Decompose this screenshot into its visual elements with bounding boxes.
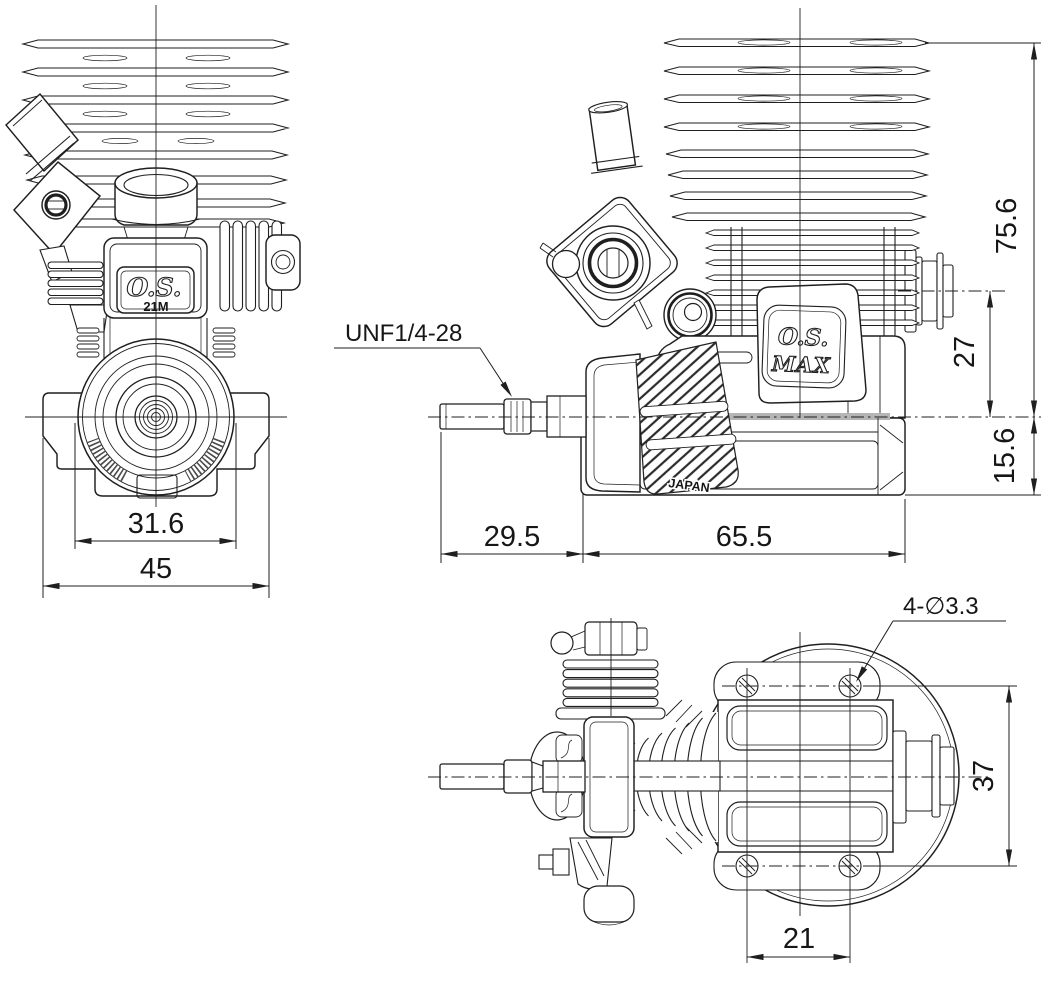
fin-vent-cutouts	[82, 54, 231, 144]
fuel-nipple-topview	[538, 854, 554, 870]
dimension-crankshaft-length: 29.5	[440, 432, 584, 563]
front-crankcase: O.S. 21M	[76, 237, 236, 393]
top-view: 4-∅3.3 37 21	[428, 593, 1017, 963]
top-carburetor-assembly	[528, 621, 666, 926]
dimension-front-bearer-span: 31.6	[74, 423, 237, 549]
dimension-axis-to-mount: 27	[949, 291, 994, 417]
side-view: O.S. MAX JAPAN	[334, 8, 1041, 563]
front-exhaust-heatsink	[219, 220, 301, 312]
dim-label-37: 37	[968, 760, 1000, 792]
front-logo-plate	[116, 266, 195, 314]
dim-label-21: 21	[783, 923, 815, 955]
knurled-front-housing: JAPAN	[635, 341, 739, 497]
front-bell-housing	[585, 353, 641, 493]
front-left-springs	[47, 261, 109, 333]
base-shadow-strip	[700, 413, 890, 420]
unf-thread-text: UNF1/4-28	[345, 320, 462, 347]
dimension-front-overall-width: 45	[42, 438, 270, 598]
dim-label-29-5: 29.5	[484, 521, 540, 553]
front-carburetor	[5, 92, 102, 283]
dimension-mount-to-bottom: 15.6	[905, 417, 1041, 496]
mount-block	[717, 699, 894, 853]
fin-vent-cutouts	[737, 39, 903, 130]
glow-lever-ball	[550, 631, 574, 655]
knurl-shading-right	[184, 437, 226, 482]
dim-label-15-6: 15.6	[989, 428, 1021, 484]
dim-label-27: 27	[949, 336, 981, 368]
dim-label-75-6: 75.6	[991, 198, 1023, 254]
fuel-nipple-ball	[551, 249, 581, 279]
front-view: O.S. 21M	[5, 5, 301, 598]
needle-valve-knob	[663, 288, 717, 342]
side-carburetor	[539, 101, 717, 342]
intake-stack	[588, 101, 643, 174]
side-logo-script: O.S.	[778, 323, 829, 352]
fuel-nipple	[539, 242, 557, 258]
top-crankshaft	[439, 759, 586, 794]
dim-label-65-5: 65.5	[716, 521, 772, 553]
origin-mark-japan: JAPAN	[668, 476, 711, 495]
dimension-case-length: 65.5	[583, 499, 906, 563]
side-crankshaft	[439, 395, 587, 438]
dimension-hole-pitch: 21	[747, 923, 850, 961]
label-mount-holes: 4-∅3.3	[853, 593, 1006, 684]
knurl-shading-left	[86, 437, 128, 482]
dimension-mount-width: 37	[864, 685, 1017, 867]
side-logo-sub: MAX	[771, 351, 832, 378]
top-rear-boss	[892, 730, 955, 824]
idle-needle	[633, 299, 653, 330]
dim-label-31-6: 31.6	[128, 508, 184, 540]
label-crankshaft-thread: UNF1/4-28	[334, 320, 515, 399]
case-bottom-tab	[136, 474, 178, 499]
dimension-height-above-mount: 75.6	[925, 42, 1041, 417]
dim-label-45: 45	[140, 553, 172, 585]
front-logo-script: O.S.	[127, 273, 182, 302]
front-side-coils	[76, 327, 236, 358]
side-logo-plate: O.S. MAX	[761, 304, 847, 389]
hole-callout-text: 4-∅3.3	[903, 593, 979, 620]
